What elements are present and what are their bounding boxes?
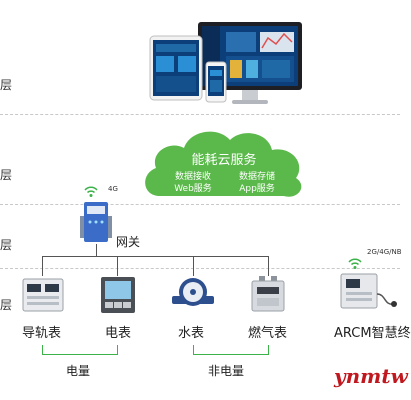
cloud-shape: [145, 131, 302, 197]
non-electric-bracket-right: [268, 345, 269, 355]
tablet-icon: [149, 35, 203, 101]
cloud-item-app-service: App服务: [239, 184, 275, 194]
layer-label-terminal: 层: [0, 78, 13, 92]
electric-meter-icon: [101, 277, 135, 313]
gas-meter-label: 燃气表: [248, 326, 288, 341]
gateway-device-icon: [80, 202, 112, 242]
gateway-label: 网关: [116, 235, 141, 249]
branch-gas-meter: [268, 256, 269, 276]
layer-label-network: 层: [0, 238, 13, 252]
rail-meter-icon: [22, 278, 64, 312]
branch-water-meter: [193, 256, 194, 276]
electric-bracket-bottom: [42, 354, 118, 355]
non-electric-bracket-left: [193, 345, 194, 355]
rail-meter-label: 导轨表: [22, 326, 62, 341]
cloud-item-data-receive: 数据接收: [174, 172, 211, 182]
arcm-label: ARCM智慧终: [334, 326, 411, 341]
group-label-electric: 电量: [66, 364, 91, 378]
layer-label-cloud: 层: [0, 168, 13, 182]
terminal-devices-illustration: [149, 22, 302, 104]
divider-2: [0, 204, 400, 205]
arcm-signal-label: 2G/4G/NB: [367, 248, 402, 256]
divider-3: [0, 268, 400, 269]
branch-rail-meter: [42, 256, 43, 276]
layer-label-device: 层: [0, 298, 13, 312]
group-label-non-electric: 非电量: [208, 364, 245, 378]
electric-bracket-right: [117, 345, 118, 355]
cloud-item-data-storage: 数据存储: [238, 172, 275, 182]
cloud-title: 能耗云服务: [191, 153, 257, 168]
divider-1: [0, 114, 400, 115]
wifi-signal-icon: [84, 186, 98, 197]
cloud-item-web-service: Web服务: [174, 184, 212, 194]
phone-icon: [205, 61, 227, 103]
non-electric-bracket-bottom: [193, 354, 269, 355]
gateway-signal-label: 4G: [108, 185, 118, 193]
meter-label: 电表: [105, 326, 132, 341]
branch-meter: [117, 256, 118, 276]
watermark-text: ynmtw: [334, 364, 408, 388]
electric-bracket-left: [42, 345, 43, 355]
water-meter-icon: [172, 278, 214, 306]
gas-meter-icon: [251, 276, 285, 312]
gateway-trunk-line: [96, 244, 97, 256]
arcm-wifi-icon: [348, 258, 362, 269]
arcm-device-icon: [340, 273, 397, 309]
water-meter-label: 水表: [178, 326, 205, 341]
bus-line: [42, 256, 268, 257]
